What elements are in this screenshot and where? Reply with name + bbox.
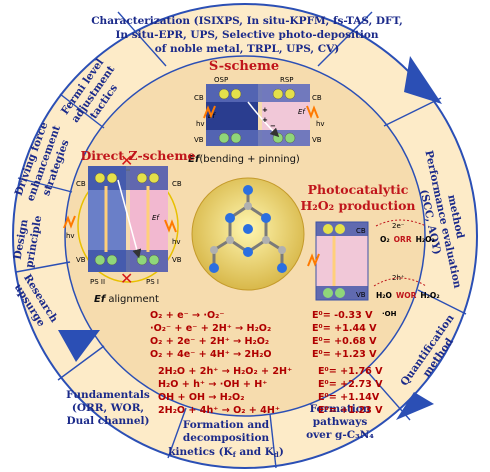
svg-text:VB: VB: [356, 291, 366, 299]
equation-potential: E⁰= +1.23 V: [312, 349, 377, 360]
equation-row: O₂ + 4e⁻ + 4H⁺ → 2H₂O: [150, 349, 272, 360]
svg-text:In situ-EPR, UPS, Selective ph: In situ-EPR, UPS, Selective photo-deposi…: [116, 29, 379, 41]
equation-row: OH + OH → H₂O₂: [158, 392, 244, 403]
segment-characterization: Characterization (ISIXPS, In situ-KPFM, …: [91, 15, 403, 55]
equation-row: 2H₂O + 4h⁺ → O₂ + 4H⁺: [158, 405, 280, 416]
svg-text:VB: VB: [76, 256, 86, 264]
svg-text:PS I: PS I: [146, 278, 159, 286]
svg-text:CB: CB: [356, 227, 366, 235]
svg-text:Dual channel): Dual channel): [67, 415, 150, 427]
segment-fundamentals: Fundamentals (ORR, WOR, Dual channel): [66, 389, 150, 427]
svg-text:H₂O₂ production: H₂O₂ production: [300, 198, 415, 213]
svg-text:·OH: ·OH: [382, 310, 397, 318]
s-scheme-panel: S-scheme OSP RSP CB VB CB VB Ef Ef + + −…: [188, 59, 324, 165]
svg-text:VB: VB: [194, 136, 204, 144]
segment-kinetics: Formation and decomposition kinetics (Kf…: [168, 419, 284, 459]
svg-text:Fundamentals: Fundamentals: [66, 389, 150, 401]
svg-text:hv: hv: [172, 238, 181, 246]
svg-text:hv: hv: [196, 120, 205, 128]
svg-text:CB: CB: [172, 180, 182, 188]
equation-potential: E⁰= -0.33 V: [312, 310, 373, 321]
svg-text:Ef alignment: Ef alignment: [94, 294, 159, 305]
equation-row: O₂ + 2e⁻ + 2H⁺ → H₂O₂: [150, 336, 269, 347]
svg-text:over g-C₃N₄: over g-C₃N₄: [306, 429, 374, 441]
svg-text:Ef: Ef: [152, 214, 160, 222]
svg-text:+: +: [262, 116, 268, 124]
svg-text:Direct Z-scheme: Direct Z-scheme: [80, 148, 195, 163]
svg-text:Formation and: Formation and: [183, 419, 270, 431]
svg-text:pathways: pathways: [313, 416, 368, 428]
equation-row: ·O₂⁻ + e⁻ + 2H⁺ → H₂O₂: [150, 323, 271, 334]
svg-text:CB: CB: [194, 94, 204, 102]
svg-text:VB: VB: [172, 256, 182, 264]
svg-text:CB: CB: [76, 180, 86, 188]
pointer-triangle-bottom-right: [396, 392, 434, 420]
svg-text:hv: hv: [66, 232, 75, 240]
svg-text:Formation: Formation: [310, 403, 371, 415]
equation-potential: E⁰= +1.14V: [318, 392, 380, 403]
equation-list: O₂ + e⁻ → ·O₂⁻ E⁰= -0.33 V ·O₂⁻ + e⁻ + 2…: [150, 310, 383, 416]
equation-potential: E⁰= +2.73 V: [318, 379, 383, 390]
pointer-triangle-left: [58, 330, 100, 362]
svg-text:Ef: Ef: [208, 112, 216, 120]
g-c3n4-molecule: [191, 177, 305, 291]
equation-row: O₂ + e⁻ → ·O₂⁻: [150, 310, 224, 321]
svg-text:✕: ✕: [120, 151, 133, 170]
equation-potential: E⁰= +0.68 V: [312, 336, 377, 347]
svg-text:2e⁻: 2e⁻: [392, 222, 405, 230]
svg-text:RSP: RSP: [280, 76, 294, 84]
svg-text:Ef(bending + pinning): Ef(bending + pinning): [188, 154, 300, 165]
svg-text:−: −: [270, 122, 276, 130]
segment-formation-pathways: Formation pathways over g-C₃N₄: [306, 403, 374, 441]
svg-text:Ef: Ef: [298, 108, 306, 116]
svg-text:hv: hv: [316, 120, 325, 128]
z-scheme-panel: Direct Z-scheme CB VB CB VB Ef ✕ ✕ hv hv…: [63, 148, 196, 305]
svg-text:S-scheme: S-scheme: [209, 59, 279, 74]
svg-text:(ORR, WOR,: (ORR, WOR,: [72, 402, 144, 414]
equation-potential: E⁰= +1.44 V: [312, 323, 377, 334]
svg-text:CB: CB: [312, 94, 322, 102]
pointer-triangle-top-right: [404, 56, 442, 104]
svg-text:of noble metal, TRPL, UPS, CV): of noble metal, TRPL, UPS, CV): [155, 43, 339, 55]
svg-text:PS II: PS II: [90, 278, 105, 286]
svg-text:+: +: [262, 106, 268, 114]
svg-text:decomposition: decomposition: [183, 432, 270, 444]
equation-potential: E⁰= +1.76 V: [318, 366, 383, 377]
equation-row: H₂O + h⁺ → ·OH + H⁺: [158, 379, 267, 390]
svg-text:✕: ✕: [120, 269, 133, 288]
svg-text:OSP: OSP: [214, 76, 228, 84]
segment-dividers: [15, 11, 467, 469]
svg-text:kinetics (Kf and Kd): kinetics (Kf and Kd): [168, 446, 284, 459]
equation-potential: E⁰= +1.23 V: [318, 405, 383, 416]
equation-row: 2H₂O + 2h⁺ → H₂O₂ + 2H⁺: [158, 366, 292, 377]
svg-text:VB: VB: [312, 136, 322, 144]
svg-text:Photocatalytic: Photocatalytic: [308, 182, 409, 197]
svg-text:Characterization (ISIXPS, In s: Characterization (ISIXPS, In situ-KPFM, …: [91, 15, 403, 27]
